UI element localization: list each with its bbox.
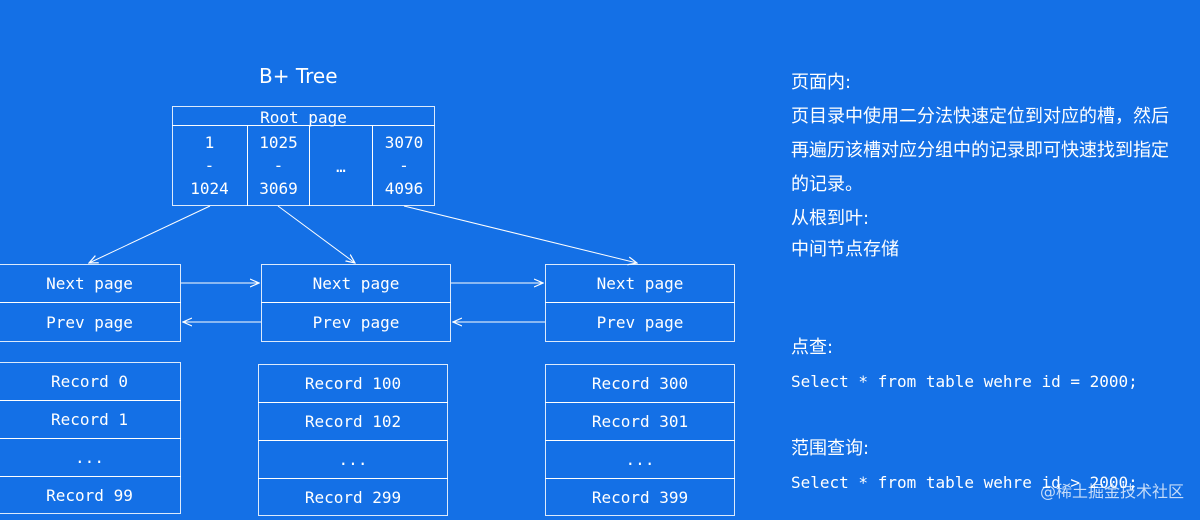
next-page-label: Next page bbox=[46, 273, 133, 293]
notes-text-line: 页目录中使用二分法快速定位到对应的槽，然后 bbox=[791, 106, 1169, 127]
notes-heading-range-query: 范围查询: bbox=[791, 438, 870, 459]
root-divider bbox=[247, 125, 248, 206]
page-header-divider bbox=[0, 302, 181, 303]
root-to-page-2-arrow bbox=[277, 205, 355, 263]
point-query-sql: Select * from table wehre id = 2000; bbox=[791, 372, 1138, 391]
root-page-body bbox=[172, 125, 435, 206]
record-item: Record 299 bbox=[304, 487, 402, 507]
prev-page-label: Prev page bbox=[312, 313, 400, 332]
notes-heading-root-to-leaf: 从根到叶: bbox=[791, 208, 870, 229]
root-page-label: Root page bbox=[260, 107, 347, 127]
record-divider bbox=[258, 478, 448, 479]
record-divider bbox=[0, 476, 181, 477]
page-header-divider bbox=[545, 302, 735, 303]
next-page-label: Next page bbox=[596, 273, 684, 293]
record-item: Record 0 bbox=[50, 371, 129, 391]
root-range-4: 3070 - 4096 bbox=[373, 126, 435, 206]
notes-heading-point-query: 点查: bbox=[791, 337, 834, 358]
record-item: Record 100 bbox=[304, 373, 402, 393]
page-header-box bbox=[545, 264, 735, 342]
range-query-sql: Select * from table wehre id > 2000; bbox=[791, 473, 1138, 492]
root-range-2: 1025 - 3069 bbox=[248, 126, 309, 206]
record-item: Record 301 bbox=[591, 411, 689, 431]
record-divider bbox=[545, 440, 735, 441]
range-sep: - bbox=[399, 156, 409, 175]
range-sep: - bbox=[204, 156, 215, 175]
range-from: 1 bbox=[204, 133, 215, 152]
range-to: 1024 bbox=[190, 179, 229, 198]
root-divider bbox=[372, 125, 373, 206]
record-item: Record 99 bbox=[46, 485, 133, 505]
page-header-box bbox=[261, 264, 451, 342]
record-divider bbox=[258, 402, 448, 403]
record-item: ... bbox=[338, 449, 368, 469]
record-divider bbox=[258, 440, 448, 441]
record-item: Record 399 bbox=[591, 487, 689, 507]
watermark: @稀土掘金技术社区 bbox=[1039, 482, 1184, 501]
notes-text-line: 的记录。 bbox=[791, 174, 863, 195]
record-divider bbox=[0, 438, 181, 439]
page-header-divider bbox=[261, 302, 451, 303]
root-range-ellipsis: … bbox=[336, 156, 346, 176]
record-divider bbox=[0, 400, 181, 401]
record-divider bbox=[545, 402, 735, 403]
range-to: 3069 bbox=[259, 179, 298, 198]
record-item: Record 300 bbox=[591, 373, 689, 393]
root-divider bbox=[309, 125, 310, 206]
root-range-1: 1 - 1024 bbox=[172, 126, 247, 206]
root-to-page-3-arrow bbox=[403, 205, 637, 263]
record-item: Record 1 bbox=[50, 409, 129, 429]
record-item: Record 102 bbox=[304, 411, 402, 431]
next-page-label: Next page bbox=[312, 273, 400, 293]
range-sep: - bbox=[273, 156, 284, 175]
notes-text-line: 中间节点存储 bbox=[791, 239, 899, 260]
root-to-page-1-arrow bbox=[89, 205, 211, 263]
record-divider bbox=[545, 478, 735, 479]
range-from: 3070 bbox=[384, 133, 424, 152]
prev-page-label: Prev page bbox=[46, 313, 133, 332]
range-to: 4096 bbox=[384, 179, 424, 198]
diagram-title: B+ Tree bbox=[259, 64, 338, 88]
record-item: ... bbox=[625, 449, 655, 469]
record-item: ... bbox=[75, 447, 104, 467]
notes-text-line: 再遍历该槽对应分组中的记录即可快速找到指定 bbox=[791, 140, 1169, 161]
prev-page-label: Prev page bbox=[596, 313, 684, 332]
range-from: 1025 bbox=[259, 133, 298, 152]
notes-heading-in-page: 页面内: bbox=[791, 72, 852, 93]
page-header-box bbox=[0, 264, 181, 342]
